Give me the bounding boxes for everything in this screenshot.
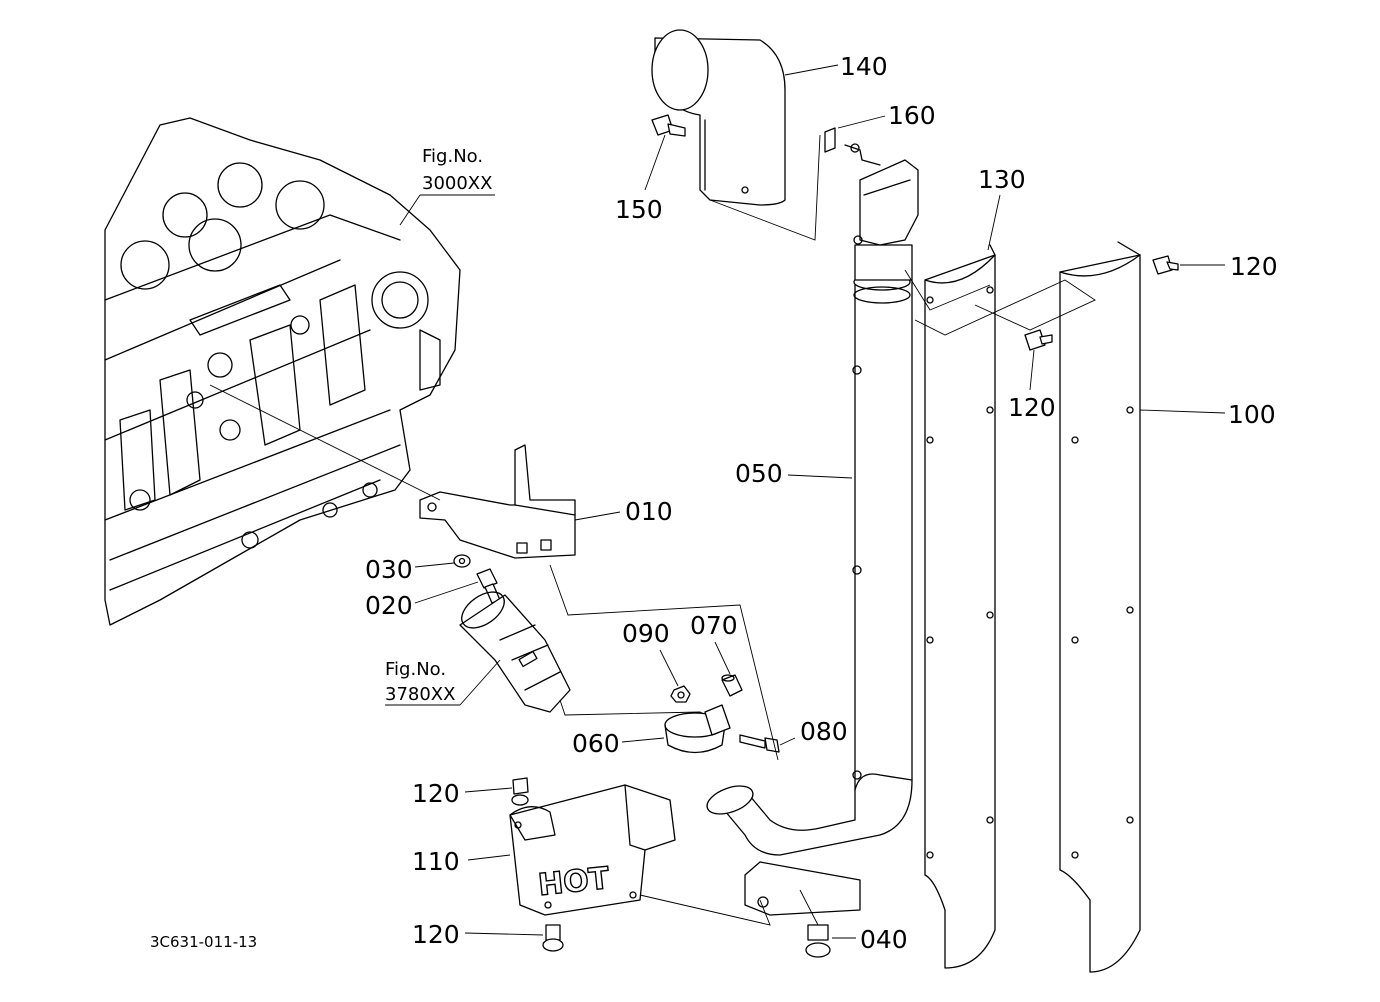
callout-070: 070 [690,611,738,640]
clamp-part [664,704,731,754]
callout-100: 100 [1228,400,1276,429]
drawing-code: 3C631-011-13 [150,933,257,951]
callout-090: 090 [622,619,670,648]
bolt-part [1024,329,1053,351]
assembly-line [549,564,779,761]
figure-ref-3780xx: Fig.No. 3780XX [385,659,501,706]
figure-ref-label: Fig.No. [385,659,446,680]
leader-120-upper-left [464,787,513,793]
ref-leader [459,659,501,706]
callout-130: 130 [978,165,1026,194]
tail-pipe-part [706,159,919,916]
nut-part [670,685,691,703]
callout-040: 040 [860,925,908,954]
bolt-part [511,777,529,806]
leader-140 [784,64,839,76]
leader-120-lower-left [464,932,544,936]
bolt-part [651,114,686,137]
leader-010 [574,511,621,521]
callout-120-lower-left: 120 [412,920,460,949]
bolt-part [799,889,831,958]
heat-shield-part [924,244,996,969]
bracket-part [209,384,576,559]
leader-130 [987,194,1001,251]
callout-120-upper-left: 120 [412,779,460,808]
callout-030: 030 [365,555,413,584]
hot-cover-part: HOT [509,784,771,926]
washer-part [453,554,471,568]
leader-050 [787,474,853,479]
callout-150: 150 [615,195,663,224]
callout-050: 050 [735,459,783,488]
figure-ref-3000xx: Fig.No. 3000XX [399,146,495,226]
engine-block [104,117,461,626]
exhaust-outlet-part [459,591,716,721]
leader-080 [779,737,796,746]
callout-060: 060 [572,729,620,758]
bolt-part [739,734,780,753]
leader-060 [621,737,665,743]
leader-030 [414,562,455,568]
bolt-part [1152,255,1179,275]
callout-080: 080 [800,717,848,746]
bolt-part [542,924,564,952]
leader-020 [414,581,479,604]
callout-120-middle: 120 [1008,393,1056,422]
clip-part [824,127,881,166]
callout-140: 140 [840,52,888,81]
callout-120-top-right: 120 [1230,252,1278,281]
leader-120-mid [1029,349,1035,391]
hot-warning-label: HOT [537,861,612,903]
callout-160: 160 [888,101,936,130]
collar-part [721,674,743,697]
rain-cap-part [651,29,821,241]
leader-090 [659,649,679,687]
leader-110 [467,854,511,861]
callout-010: 010 [625,497,673,526]
callout-110: 110 [412,847,460,876]
leader-070 [714,641,731,675]
ref-leader [399,194,421,226]
figure-ref-number: 3000XX [422,173,492,194]
leader-160 [837,115,886,129]
heat-shield-part [1059,241,1141,973]
leader-100 [1139,409,1226,414]
figure-ref-number: 3780XX [385,684,455,705]
bolt-part [476,568,501,604]
leader-150 [644,134,666,191]
callout-020: 020 [365,591,413,620]
figure-ref-label: Fig.No. [422,146,483,167]
